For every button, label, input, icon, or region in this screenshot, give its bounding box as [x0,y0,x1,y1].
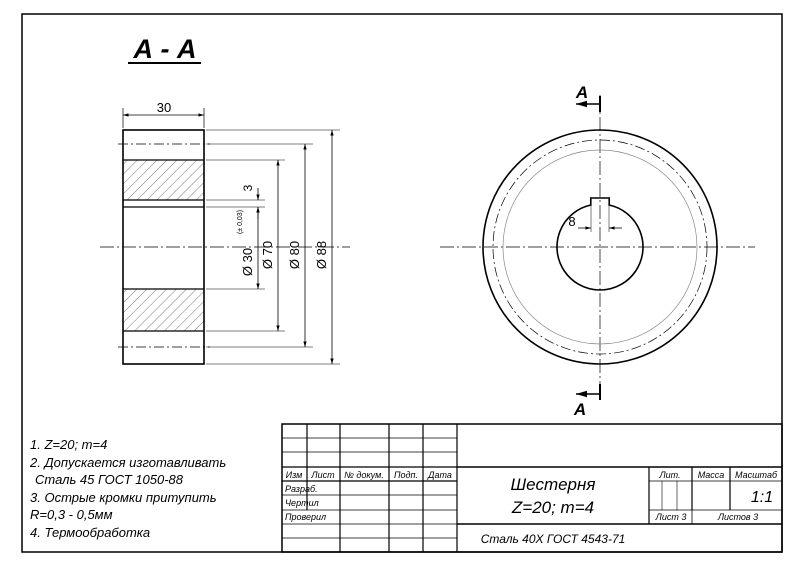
tb-header-sign: Подп. [394,470,418,480]
dim-d88: Ø 88 [314,241,329,269]
tb-header-doc: № докум. [344,470,384,480]
outer-circle [482,129,718,365]
tb-sheets-label: Листов 3 [717,512,758,522]
tb-header-date: Дата [427,470,452,480]
dim-step: 3 [241,184,255,191]
tb-scale-value: 1:1 [751,489,773,506]
tb-sheet-label: Лист 3 [655,512,687,522]
root-circle [502,149,698,345]
tb-row-developed: Разраб. [285,484,318,494]
technical-notes: 1. Z=20; m=4 2. Допускается изготавливат… [30,436,280,541]
dim-width: 30 [157,100,171,115]
tb-header-izm: Изм [286,470,303,480]
section-mark-top: А [575,83,588,102]
tb-scale-label: Масштаб [735,470,778,480]
dim-d70: Ø 70 [260,241,275,269]
tb-header-list: Лист [310,470,335,480]
part-name: Шестерня [511,475,596,494]
pitch-circle [492,139,708,355]
material: Сталь 40Х ГОСТ 4543-71 [481,532,626,546]
tb-mass-label: Масса [698,470,725,480]
title-block [281,423,783,553]
section-mark-bottom: А [573,400,586,419]
dim-d80: Ø 80 [287,241,302,269]
note-line: Сталь 45 ГОСТ 1050-88 [35,472,183,487]
tb-row-checked: Проверил [285,512,326,522]
note-line: 4. Термообработка [30,524,151,540]
dim-keyway: 8 [568,214,575,229]
section-view: 30 3 Ø 30 (± 0,03) Ø 70 Ø 80 Ø 88 [100,100,350,365]
bore-with-keyway [556,197,644,291]
hatch-top [123,160,204,200]
note-line: 3. Острые кромки притупить [30,489,217,505]
dim-bore: Ø 30 [240,248,255,276]
front-view: 8 А А [440,83,755,419]
note-line: R=0,3 - 0,5мм [30,507,113,522]
dim-bore-tolerance: (± 0,03) [237,210,244,234]
section-title: А - А [133,34,197,64]
note-line: 1. Z=20; m=4 [30,437,108,452]
part-params: Z=20; m=4 [511,498,594,517]
tb-row-drawn: Чертил [285,498,319,508]
hatch-bottom [123,289,204,331]
tb-lit-label: Лит. [658,470,680,480]
note-line: 2. Допускается изготавливать [30,454,227,470]
